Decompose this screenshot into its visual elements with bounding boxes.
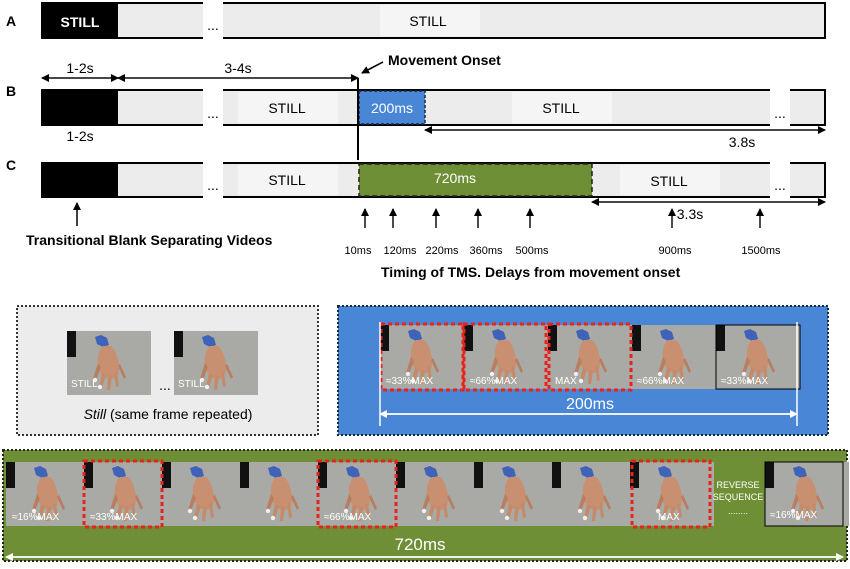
row-c-letter: C	[6, 157, 16, 173]
row-c-dots-2: ...	[774, 177, 786, 193]
movement-onset-arrow	[361, 61, 384, 74]
transitional-label: Transitional Blank Separating Videos	[26, 232, 273, 248]
row-b-interval-1: 1-2s	[66, 60, 93, 76]
ms200-frame-label: ≈66%MAX	[470, 376, 518, 387]
still-caption: Still (same frame repeated)	[84, 406, 253, 422]
row-b-gap-1	[203, 89, 223, 126]
ms720-tms-marker	[82, 459, 164, 529]
tms-tick-label: 500ms	[515, 245, 549, 257]
row-b-below-black: 1-2s	[66, 128, 93, 144]
ms720-duration: 720ms	[394, 535, 445, 554]
row-c-720ms-block	[358, 163, 593, 197]
row-b-still-2: STILL	[542, 100, 580, 116]
tms-tick-label: 900ms	[658, 245, 692, 257]
ms720-frame-label: MAX	[658, 512, 680, 523]
ms720-frame-label: ≈66%MAX	[324, 512, 372, 523]
row-c-duration: 3.3s	[677, 206, 703, 222]
tms-tick-label: 220ms	[425, 245, 459, 257]
ms200-frame-label: MAX	[555, 376, 577, 387]
row-b-interval-2: 3-4s	[224, 60, 251, 76]
ms200-frames	[380, 324, 801, 390]
tms-title: Timing of TMS. Delays from movement onse…	[381, 264, 681, 280]
row-b-letter: B	[6, 83, 16, 99]
row-b-dots-2: ...	[774, 105, 786, 121]
row-a-black-block	[42, 3, 118, 38]
row-b-still-region-2	[512, 92, 612, 123]
ms200-tms-marker	[462, 322, 548, 392]
ms200-tms-marker	[547, 322, 633, 392]
ms200-duration: 200ms	[566, 396, 614, 413]
movement-onset-label: Movement Onset	[388, 52, 501, 68]
tms-tick-label: 360ms	[469, 245, 503, 257]
ms720-frames	[6, 461, 849, 527]
ms200-frame-label: ≈33%MAX	[721, 376, 769, 387]
row-a-dots: ...	[207, 17, 219, 33]
still-frame-label-2: STILL	[178, 379, 205, 390]
row-b-still-1: STILL	[268, 100, 306, 116]
still-dots: ...	[159, 377, 171, 393]
row-b-200ms-block	[358, 90, 426, 125]
row-b-gap-2	[770, 89, 790, 126]
row-b-timeline	[41, 89, 826, 126]
still-caption-italic: Still	[84, 406, 107, 422]
row-c-gap-1	[203, 162, 223, 198]
ms200-frame-label: ≈66%MAX	[637, 376, 685, 387]
row-b-still-region-1	[238, 92, 338, 123]
row-c-still-region-1	[238, 165, 338, 195]
tms-tick-label: 10ms	[345, 245, 372, 257]
row-c-highlight: 720ms	[434, 170, 476, 186]
row-c-dots-1: ...	[207, 177, 219, 193]
row-a-letter: A	[6, 13, 16, 29]
row-c-still-1: STILL	[268, 172, 306, 188]
row-a-gap	[203, 2, 223, 39]
row-c-still-region-2	[620, 165, 720, 195]
still-frame-label-1: STILL	[71, 379, 98, 390]
tms-tick-arrows	[361, 208, 764, 228]
row-b-dots-1: ...	[207, 105, 219, 121]
row-c-gap-2	[770, 162, 790, 198]
ms720-frame-label: ≈33%MAX	[90, 512, 138, 523]
row-c-still-2: STILL	[650, 173, 688, 189]
row-c-black-block	[42, 163, 118, 197]
still-caption-rest: (same frame repeated)	[106, 406, 252, 422]
ms200-frame-label: ≈33%MAX	[386, 376, 434, 387]
row-a-black-label: STILL	[61, 14, 100, 30]
row-a-still-label: STILL	[409, 13, 447, 29]
row-a-still-region	[380, 5, 480, 36]
ms720-frame-label: ≈16%MAX	[770, 510, 818, 521]
row-b-highlight: 200ms	[371, 100, 413, 116]
ms720-reverse-dots: ........	[728, 506, 748, 516]
ms720-tms-marker	[316, 459, 398, 529]
tms-tick-label: 1500ms	[741, 245, 781, 257]
ms720-frame-label: ≈16%MAX	[12, 512, 60, 523]
row-b-duration: 3.8s	[729, 134, 755, 150]
ms720-reverse-1: REVERSE	[716, 480, 759, 490]
ms720-reverse-2: SEQUENCE	[713, 492, 764, 502]
ms720-tms-marker	[630, 459, 712, 529]
row-b-black-block	[42, 90, 118, 125]
tms-tick-label: 120ms	[383, 245, 417, 257]
